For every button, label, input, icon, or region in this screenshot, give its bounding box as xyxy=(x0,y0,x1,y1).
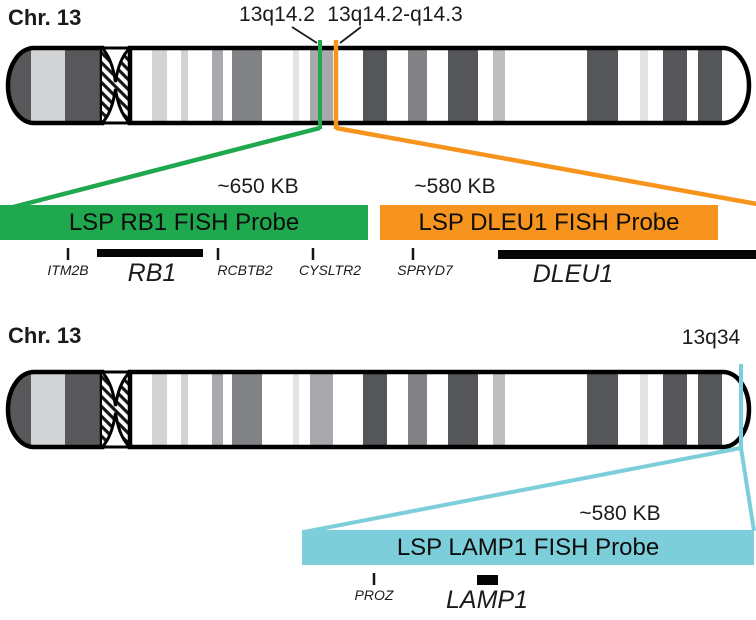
dleu1-probe-bar: LSP DLEU1 FISH Probe xyxy=(380,205,718,240)
rb1-probe-size-label: ~650 KB xyxy=(217,175,299,198)
gene-label-lamp1: LAMP1 xyxy=(446,586,528,614)
band-label-13q34: 13q34 xyxy=(681,326,741,349)
lamp1-zoom-connector-right xyxy=(739,447,756,532)
lamp1-gene-bar xyxy=(477,575,498,585)
rb1-gene-bar xyxy=(97,249,203,257)
band-label-13q14-2-q14-3: 13q14.2-q14.3 xyxy=(327,3,463,26)
gene-label-dleu1: DLEU1 xyxy=(532,260,614,288)
gene-tick-marks-top xyxy=(66,248,415,260)
leader-line-13q14-2 xyxy=(291,26,318,44)
chromosome-label-bottom: Chr. 13 xyxy=(8,323,82,348)
band-label-13q14-2: 13q14.2 xyxy=(239,3,315,26)
dleu1-zoom-connector-line xyxy=(335,125,756,207)
rb1-probe-bar: LSP RB1 FISH Probe xyxy=(0,205,368,240)
dleu1-probe-bar-label: LSP DLEU1 FISH Probe xyxy=(418,208,680,236)
lamp1-zoom-connector-left xyxy=(303,446,742,534)
gene-label-spryd7: SPRYD7 xyxy=(397,262,453,278)
gene-label-itm2b: ITM2B xyxy=(47,262,89,278)
gene-label-rcbtb2: RCBTB2 xyxy=(217,262,273,278)
dleu1-gene-bar xyxy=(498,250,756,259)
chromosome-13-top xyxy=(8,48,749,123)
chromosome-label-top: Chr. 13 xyxy=(8,5,82,30)
gene-label-proz: PROZ xyxy=(354,587,394,603)
rb1-zoom-connector-line xyxy=(12,125,321,210)
chromosome-13-bottom xyxy=(8,372,749,447)
lamp1-probe-bar-label: LSP LAMP1 FISH Probe xyxy=(396,533,660,561)
dleu1-probe-size-label: ~580 KB xyxy=(414,175,496,198)
leader-line-13q14-2-q14-3 xyxy=(339,26,362,44)
gene-label-cysltr2: CYSLTR2 xyxy=(299,262,361,278)
rb1-probe-bar-label: LSP RB1 FISH Probe xyxy=(68,208,300,236)
gene-label-rb1: RB1 xyxy=(127,259,177,287)
lamp1-probe-size-label: ~580 KB xyxy=(579,502,661,525)
lamp1-probe-bar: LSP LAMP1 FISH Probe xyxy=(302,530,754,565)
